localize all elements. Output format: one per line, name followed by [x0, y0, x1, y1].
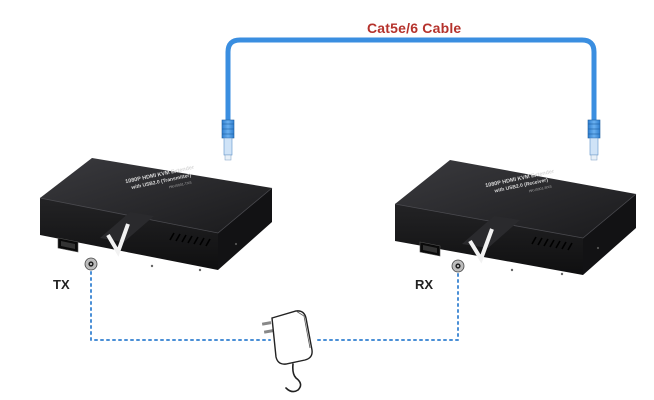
- rx-device: 1080P HDMI KVM Extender with USB2.0 (Rec…: [394, 160, 637, 276]
- power-adapter-icon: [261, 310, 313, 393]
- tx-vents: [169, 232, 211, 247]
- hdmi-port-icon: [419, 241, 441, 257]
- power-cable: [90, 271, 459, 341]
- rx-model: HKV0001-RXS: [528, 184, 552, 193]
- hdmi-port-icon: [57, 237, 79, 253]
- rx-label: RX: [415, 277, 434, 292]
- tx-label: TX: [53, 277, 70, 292]
- rj45-plug-icon: [221, 119, 235, 161]
- rx-vents: [531, 236, 573, 251]
- v-logo-icon: [462, 216, 520, 264]
- network-cable: [225, 37, 597, 138]
- tx-model: HKV0001-TXS: [169, 180, 193, 189]
- dc-jack-icon: [84, 257, 98, 271]
- dc-jack-icon: [451, 259, 465, 273]
- cable-label: Cat5e/6 Cable: [367, 20, 462, 36]
- v-logo-icon: [100, 212, 154, 257]
- tx-device: 1080P HDMI KVM Extender with USB2.0 (Tra…: [39, 158, 273, 272]
- rj45-plug-icon: [587, 119, 601, 161]
